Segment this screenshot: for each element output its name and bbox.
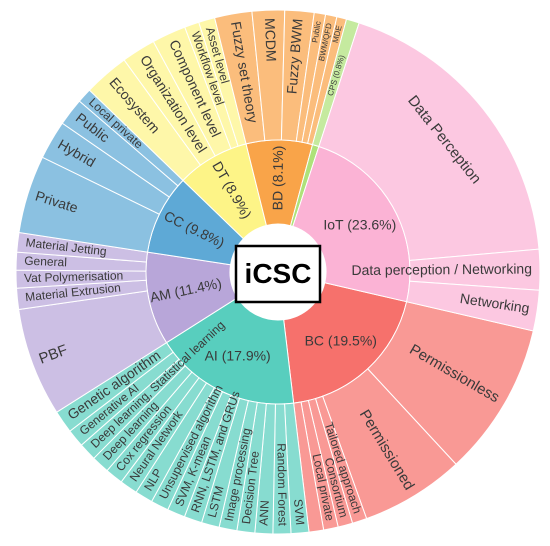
outer-label-bd-public: Public: [310, 20, 322, 43]
outer-label-ai-svm: SVM: [291, 499, 307, 526]
center-badge: iCSC: [234, 244, 322, 304]
outer-slice-iot-networking: [406, 280, 540, 332]
inner-label-bd: BD (8.1%): [269, 146, 286, 211]
outer-label-iot-data-perception-networking: Data perception / Networking: [351, 260, 532, 278]
inner-label-iot: IoT (23.6%): [323, 216, 396, 232]
center-label: iCSC: [245, 258, 312, 289]
outer-label-ai-random-forest: Random Forest: [274, 443, 289, 527]
outer-slice-iot-data-perception: [318, 22, 540, 262]
outer-label-am-general: General: [24, 254, 67, 270]
outer-label-bd-mcdm: MCDM: [262, 18, 280, 62]
center-box: [234, 244, 322, 304]
outer-label-am-vat-polymerisation: Vat Polymerisation: [24, 268, 124, 285]
inner-label-ai: AI (17.9%): [205, 348, 271, 364]
inner-label-bc: BC (19.5%): [305, 333, 377, 349]
inner-ring: [145, 139, 411, 405]
outer-label-bd-fuzzy-bwm: Fuzzy BWM: [283, 18, 305, 95]
outer-label-ai-ann: ANN: [256, 500, 271, 526]
outer-ring: [15, 9, 541, 535]
outer-label-bd-mde: MDE: [331, 24, 344, 43]
